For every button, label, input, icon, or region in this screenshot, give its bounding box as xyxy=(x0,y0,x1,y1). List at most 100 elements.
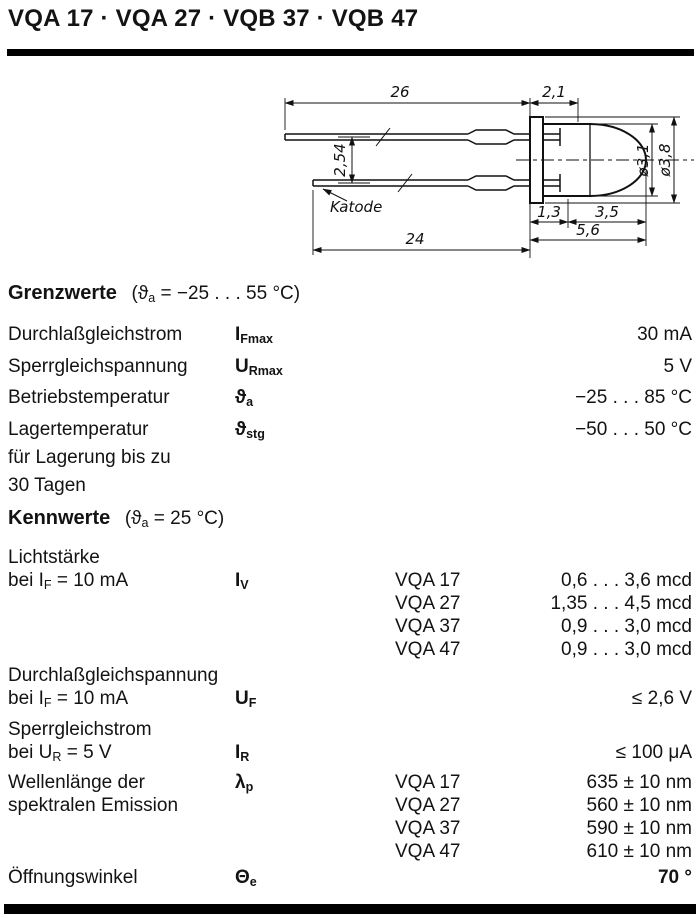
type-value-row: VQA 37 0,9 . . . 3,0 mcd xyxy=(395,615,692,638)
type-value-row: VQA 27 560 ± 10 nm xyxy=(395,794,692,817)
table-row: Sperrgleichspannung URmax 5 V xyxy=(8,353,692,385)
led-body-outline xyxy=(543,123,647,197)
label-post: = 10 mA xyxy=(51,687,129,709)
param-value: ≤ 100 μA xyxy=(615,741,692,763)
type-name: VQA 37 xyxy=(395,615,461,637)
type-name: VQA 17 xyxy=(395,772,461,794)
condition-subscript: a xyxy=(148,290,156,305)
param-label: Wellenlänge der spektralen Emission xyxy=(8,771,235,817)
type-name: VQA 47 xyxy=(395,841,461,863)
param-label: Durchlaßgleichstrom xyxy=(8,323,183,345)
symbol-subscript: stg xyxy=(246,426,265,441)
symbol-subscript: R xyxy=(240,749,250,764)
top-rule xyxy=(7,49,694,56)
type-value: 1,35 . . . 4,5 mcd xyxy=(550,592,692,614)
type-name: VQA 27 xyxy=(395,592,461,614)
param-label-line: Sperrgleichstrom xyxy=(8,718,152,740)
katode-label: Katode xyxy=(330,198,382,216)
param-value: 30 mA xyxy=(637,323,692,345)
param-value: −25 . . . 85 °C xyxy=(575,387,692,409)
page-title: VQA 17 · VQA 27 · VQB 37 · VQB 47 xyxy=(8,5,419,32)
table-row: Durchlaßgleichspannung bei IF = 10 mA UF… xyxy=(8,664,692,715)
param-symbol: URmax xyxy=(235,353,395,385)
label-pre: bei U xyxy=(8,741,53,763)
label-subscript: R xyxy=(52,749,62,764)
lead-break-marks xyxy=(375,127,413,193)
led-flange xyxy=(529,116,544,204)
extension-lines xyxy=(284,98,680,258)
grenzwerte-condition: (ϑa = −25 . . . 55 °C) xyxy=(131,283,301,305)
param-symbol: ϑstg xyxy=(235,416,395,448)
param-label-line: bei IF = 10 mA xyxy=(8,569,235,597)
anode-lead xyxy=(284,128,561,146)
param-label: Durchlaßgleichspannung bei IF = 10 mA xyxy=(8,664,235,715)
table-row: Wellenlänge der spektralen Emission λp V… xyxy=(8,771,692,863)
type-name: VQA 17 xyxy=(395,569,461,591)
table-row: Öffnungswinkel Θe 70 ° xyxy=(8,866,692,894)
label-pre: bei I xyxy=(8,687,44,709)
dim-1-3-label: 1,3 xyxy=(537,203,561,221)
condition-pre: (ϑ xyxy=(131,283,149,304)
type-value: 610 ± 10 nm xyxy=(586,841,693,863)
symbol-subscript: p xyxy=(245,780,254,794)
param-label-line: Durchlaßgleichspannung xyxy=(8,664,219,686)
param-label: Lichtstärke bei IF = 10 mA xyxy=(8,546,235,597)
param-label: Lagertemperatur für Lagerung bis zu 30 T… xyxy=(8,416,235,500)
grenzwerte-heading-text: Grenzwerte xyxy=(8,282,117,304)
label-post: = 5 V xyxy=(61,741,112,763)
param-value: 5 V xyxy=(663,355,692,377)
section-kennwerte: Kennwerte (ϑa = 25 °C) Lichtstärke bei I… xyxy=(8,506,692,897)
type-value-row: VQA 17 635 ± 10 nm xyxy=(395,771,692,794)
label-subscript: F xyxy=(43,695,52,710)
symbol-base: I xyxy=(235,569,241,591)
type-value: 590 ± 10 nm xyxy=(586,818,693,840)
param-symbol: IFmax xyxy=(235,321,395,353)
type-value: 560 ± 10 nm xyxy=(586,795,693,817)
type-value: 635 ± 10 nm xyxy=(586,772,693,794)
param-label-line: bei IF = 10 mA xyxy=(8,687,235,715)
param-value: −50 . . . 50 °C xyxy=(575,419,692,440)
type-value: 0,9 . . . 3,0 mcd xyxy=(561,615,692,637)
dim-24-label: 24 xyxy=(405,230,424,248)
dim-3-5-label: 3,5 xyxy=(595,203,619,221)
param-label: Betriebstemperatur xyxy=(8,387,170,409)
table-row: Lichtstärke bei IF = 10 mA IV VQA 17 0,6 … xyxy=(8,546,692,661)
param-symbol: λp xyxy=(235,771,395,799)
param-label: Sperrgleichspannung xyxy=(8,355,188,377)
param-value-list: VQA 17 635 ± 10 nm VQA 27 560 ± 10 nm VQA … xyxy=(395,771,692,863)
symbol-base: U xyxy=(235,355,249,377)
param-symbol: IR xyxy=(235,718,395,769)
param-label-line: 30 Tagen xyxy=(8,475,86,496)
param-label-line: für Lagerung bis zu xyxy=(8,447,171,468)
type-value: 0,9 . . . 3,0 mcd xyxy=(561,638,692,660)
param-label-line: Wellenlänge der xyxy=(8,772,145,794)
param-symbol: Θe xyxy=(235,866,395,894)
kennwerte-heading: Kennwerte (ϑa = 25 °C) xyxy=(8,506,692,535)
symbol-subscript: F xyxy=(248,695,257,710)
table-row: Durchlaßgleichstrom IFmax 30 mA xyxy=(8,321,692,353)
table-row: Sperrgleichstrom bei UR = 5 V IR ≤ 100 μ… xyxy=(8,718,692,769)
param-symbol: IV xyxy=(235,546,395,597)
kennwerte-condition: (ϑa = 25 °C) xyxy=(125,508,225,530)
condition-post: = 25 °C) xyxy=(148,508,225,529)
table-row: Lagertemperatur für Lagerung bis zu 30 T… xyxy=(8,416,692,500)
table-row: Betriebstemperatur ϑa −25 . . . 85 °C xyxy=(8,384,692,416)
symbol-base: ϑ xyxy=(235,419,247,440)
param-value-list: VQA 17 0,6 . . . 3,6 mcd VQA 27 1,35 . . .… xyxy=(395,546,692,661)
led-package-drawing: 26 2,1 2,54 Katode 24 1,3 3,5 5,6 ø3,1 ø… xyxy=(284,83,694,258)
bottom-rule xyxy=(4,904,696,914)
type-value-row: VQA 17 0,6 . . . 3,6 mcd xyxy=(395,569,692,592)
dim-2-1-label: 2,1 xyxy=(542,83,566,101)
type-name: VQA 27 xyxy=(395,795,461,817)
label-pre: bei I xyxy=(8,569,44,591)
symbol-base: λ xyxy=(235,772,246,794)
param-label-line: Lichtstärke xyxy=(8,546,100,568)
label-post: = 10 mA xyxy=(51,569,129,591)
dia-3-1-label: ø3,1 xyxy=(634,143,652,177)
grenzwerte-heading: Grenzwerte (ϑa = −25 . . . 55 °C) xyxy=(8,281,692,310)
symbol-base: Θ xyxy=(235,867,250,889)
type-value: 0,6 . . . 3,6 mcd xyxy=(561,569,692,591)
symbol-subscript: e xyxy=(249,875,257,889)
